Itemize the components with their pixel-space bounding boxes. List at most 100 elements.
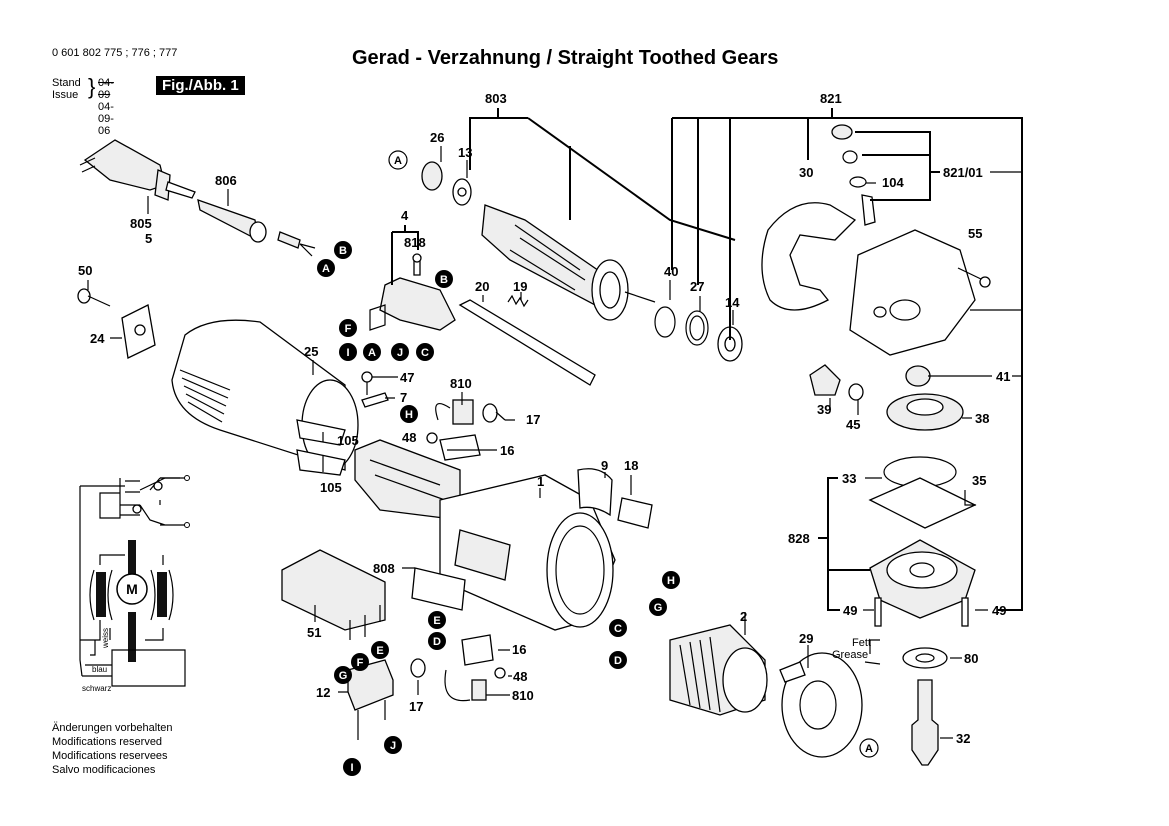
bearing-41 [905,365,931,387]
label-32: 32 [956,731,970,746]
svg-text:D: D [433,636,441,648]
field-coil-2 [669,624,768,716]
switch-slider-18 [617,497,653,529]
marker-capacitor-I: I [343,758,361,776]
spindle-32 [911,679,939,766]
stand-date: 04-09 [98,77,114,101]
label-821-01: 821/01 [943,165,983,180]
screw-47 [361,371,373,395]
clip-17a [482,403,506,423]
label-828: 828 [788,531,810,546]
bearing-flange-828 [869,539,976,619]
marker-field-H: H [662,571,680,589]
gear-housing-1 [439,474,616,631]
marker-ref-A-bottom: A [859,738,879,758]
label-45: 45 [846,417,860,432]
label-1: 1 [537,474,544,489]
label-4: 4 [401,208,409,223]
screw-48a [426,432,438,444]
label-5: 5 [145,231,152,246]
clip-17b [410,658,426,678]
svg-text:G: G [339,670,348,682]
footer-notes: Änderungen vorbehalten Modifications res… [52,721,172,777]
label-25: 25 [304,344,318,359]
label-35: 35 [972,473,986,488]
nameplate-808 [411,567,466,611]
label-821: 821 [820,91,842,106]
label-41: 41 [996,369,1010,384]
guard-30 [761,202,857,311]
connector-markers: B A B F I A J C H H G C D E D G F E I J … [317,150,879,776]
wire-label-schwarz: schwarz [82,684,111,693]
label-803: 803 [485,91,507,106]
label-38: 38 [975,411,989,426]
label-27: 27 [690,279,704,294]
carbon-brush-810b [444,669,487,702]
capacitor-12 [347,659,394,740]
svg-text:C: C [614,623,622,635]
label-810-upper: 810 [450,376,472,391]
note-fr: Modifications reservees [52,750,168,762]
label-33: 33 [842,471,856,486]
label-40: 40 [664,264,678,279]
brush-holder [369,253,456,331]
svg-text:C: C [421,347,429,359]
armature [421,161,656,321]
label-806: 806 [215,173,237,188]
label-49-left: 49 [843,603,857,618]
grease-label-en: Grease [832,649,868,661]
wire-label-weiss: weiss [101,628,110,649]
marker-brush-A: A [363,343,381,361]
ring-27 [685,310,709,346]
label-104: 104 [882,175,904,190]
svg-text:F: F [357,657,364,669]
motor-symbol [116,573,148,605]
grease-label-de: Fett [852,637,871,649]
marker-brush-F: F [339,319,357,337]
marker-holder-H: H [400,405,418,423]
marker-capacitor-J: J [384,736,402,754]
svg-text:H: H [667,575,675,587]
suppressor-51 [281,549,386,640]
marker-ref-A-top: A [388,150,408,170]
label-16-lower: 16 [512,642,526,657]
power-plug [79,139,196,201]
svg-text:B: B [440,274,448,286]
brush-holder-16a [439,434,481,461]
label-48-upper: 48 [402,430,416,445]
label-16-upper: 16 [500,443,514,458]
marker-suppressor-E: E [371,641,389,659]
label-17-upper: 17 [526,412,540,427]
cord-protector [197,199,316,257]
marker-suppressor-G: G [334,666,352,684]
bearing-26 [421,161,443,191]
label-9 [577,468,613,517]
label-20: 20 [475,279,489,294]
note-es: Salvo modificaciones [52,764,156,776]
label-105-upper: 105 [337,433,359,448]
leader-lines [87,108,1023,739]
screw-50 [77,288,111,307]
spring-lever-20 [458,299,596,386]
wiring-schematic: M weiss blau schwarz [79,475,190,693]
svg-text:A: A [322,263,330,275]
svg-text:A: A [368,347,376,359]
label-810-lower: 810 [512,688,534,703]
lock-button-104 [831,124,876,226]
marker-switch-E: E [428,611,446,629]
screw-48b [494,667,506,679]
clip-7 [361,392,389,408]
retaining-ring-40 [654,306,676,338]
label-808: 808 [373,561,395,576]
svg-text:F: F [345,323,352,335]
svg-text:G: G [654,602,663,614]
label-51: 51 [307,625,321,640]
stand-label: Stand [52,77,81,89]
svg-text:A: A [394,155,402,167]
svg-text:J: J [390,740,396,752]
label-24: 24 [90,331,105,346]
bevel-gear-38 [886,393,964,431]
svg-text:E: E [376,645,383,657]
air-guide-29 [779,652,863,758]
marker-brush-B: B [435,270,453,288]
